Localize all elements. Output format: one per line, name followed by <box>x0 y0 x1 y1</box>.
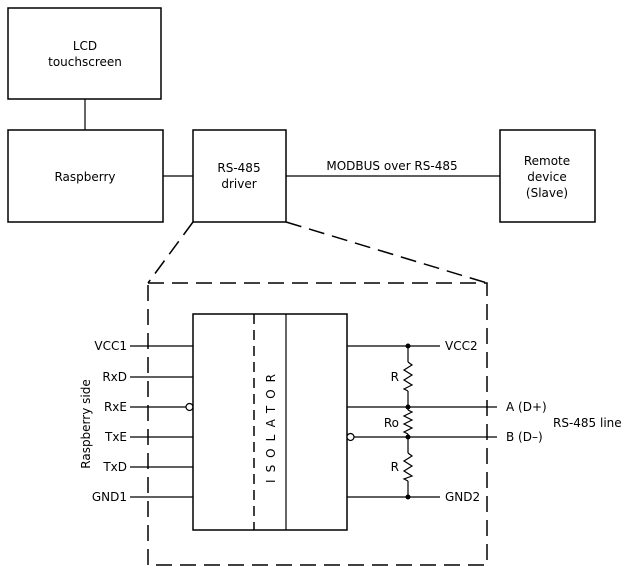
remote-label-line-3: (Slave) <box>526 186 568 200</box>
raspberry-side-label: Raspberry side <box>79 379 93 468</box>
lcd-label-line-2: touchscreen <box>48 55 122 69</box>
right-side-wiring <box>346 345 497 498</box>
junction-dots <box>405 343 411 500</box>
driver-label-line-1: RS-485 <box>217 161 260 175</box>
pin-txd: TxD <box>102 460 127 474</box>
pin-vcc2: VCC2 <box>445 339 478 353</box>
left-pin-labels: VCC1 RxD RxE TxE TxD GND1 <box>92 339 127 504</box>
remote-label-line-2: device <box>527 170 566 184</box>
resistor-r-bottom-label: R <box>391 460 399 474</box>
pin-gnd2: GND2 <box>445 490 480 504</box>
pin-gnd1: GND1 <box>92 490 127 504</box>
pin-txe: TxE <box>104 430 127 444</box>
transceiver-chip: ISOLATOR <box>192 313 348 531</box>
driver-label-line-2: driver <box>221 177 256 191</box>
detail-zoom-frame <box>147 221 488 566</box>
pin-rxd: RxD <box>102 370 127 384</box>
isolator-label: ISOLATOR <box>264 367 278 483</box>
right-pin-labels: VCC2 A (D+) B (D–) GND2 <box>445 339 547 504</box>
pin-a: A (D+) <box>506 400 547 414</box>
lcd-label-line-1: LCD <box>73 39 97 53</box>
resistor-r-top <box>402 361 414 392</box>
resistor-r-bottom <box>402 452 414 482</box>
pin-b: B (D–) <box>506 430 543 444</box>
raspberry-label: Raspberry <box>54 170 115 184</box>
rs485-line-label: RS-485 line <box>553 416 622 430</box>
pin-vcc1: VCC1 <box>94 339 127 353</box>
left-pin-wires <box>130 345 194 498</box>
resistor-r-top-label: R <box>391 370 399 384</box>
resistor-ro-label: Ro <box>384 416 399 430</box>
lcd-touchscreen-block: LCD touchscreen <box>7 7 162 100</box>
modbus-label: MODBUS over RS-485 <box>326 159 457 173</box>
rxe-inversion-bubble <box>185 402 194 412</box>
rs485-driver-block: RS-485 driver <box>192 129 287 223</box>
resistor-ro <box>402 409 414 435</box>
raspberry-block: Raspberry <box>7 129 164 223</box>
b-inversion-bubble <box>346 432 355 442</box>
remote-label-line-1: Remote <box>524 154 570 168</box>
pin-rxe: RxE <box>104 400 127 414</box>
remote-device-block: Remote device (Slave) <box>499 129 596 223</box>
